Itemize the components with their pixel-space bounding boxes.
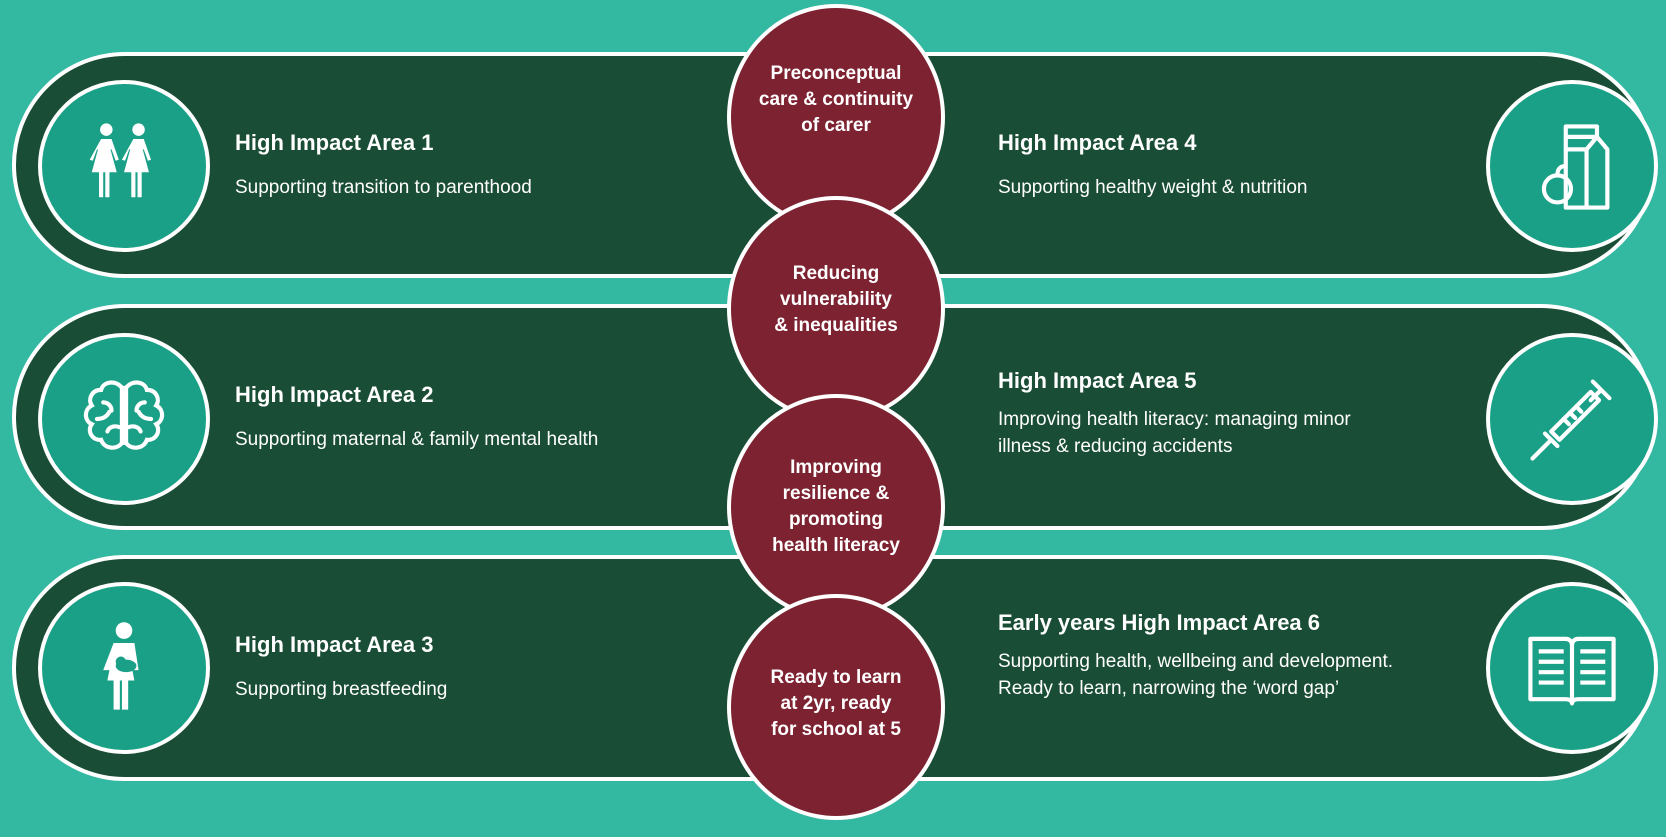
area-3: High Impact Area 3 Supporting breastfeed… <box>235 632 447 703</box>
parents-icon <box>38 80 210 252</box>
area-6-desc: Supporting health, wellbeing and develop… <box>998 651 1394 699</box>
area-2: High Impact Area 2 Supporting maternal &… <box>235 382 598 453</box>
area-3-desc: Supporting breastfeeding <box>235 679 448 700</box>
center-circle-2-label: Reducing vulnerability & inequalities <box>774 263 898 336</box>
center-circle-4-label: Ready to learn at 2yr, ready for school … <box>770 667 902 740</box>
area-4-title: High Impact Area 4 <box>998 130 1197 155</box>
area-5: High Impact Area 5 Improving health lite… <box>998 368 1351 460</box>
center-circle-4: Ready to learn at 2yr, ready for school … <box>727 594 945 820</box>
book-icon <box>1486 582 1658 754</box>
area-1-desc: Supporting transition to parenthood <box>235 177 532 198</box>
area-4: High Impact Area 4 Supporting healthy we… <box>998 130 1307 201</box>
brain-icon <box>38 333 210 505</box>
area-2-title: High Impact Area 2 <box>235 382 434 407</box>
center-circle-1-label: Preconceptual care & continuity of carer <box>758 63 914 136</box>
area-2-desc: Supporting maternal & family mental heal… <box>235 429 599 450</box>
area-4-desc: Supporting healthy weight & nutrition <box>998 177 1308 198</box>
area-5-title: High Impact Area 5 <box>998 368 1197 393</box>
center-circle-3-label: Improving resilience & promoting health … <box>772 457 900 556</box>
center-circle-2: Reducing vulnerability & inequalities <box>727 196 945 422</box>
area-1: High Impact Area 1 Supporting transition… <box>235 130 532 201</box>
center-circle-1: Preconceptual care & continuity of carer <box>727 4 945 230</box>
center-circle-3: Improving resilience & promoting health … <box>727 394 945 620</box>
mother-baby-icon <box>38 582 210 754</box>
area-6-title: Early years High Impact Area 6 <box>998 610 1321 635</box>
area-1-title: High Impact Area 1 <box>235 130 434 155</box>
milk-apple-icon <box>1486 80 1658 252</box>
area-3-title: High Impact Area 3 <box>235 632 434 657</box>
area-5-desc: Improving health literacy: managing mino… <box>998 409 1351 457</box>
area-6: Early years High Impact Area 6 Supportin… <box>998 610 1393 702</box>
syringe-icon <box>1486 333 1658 505</box>
